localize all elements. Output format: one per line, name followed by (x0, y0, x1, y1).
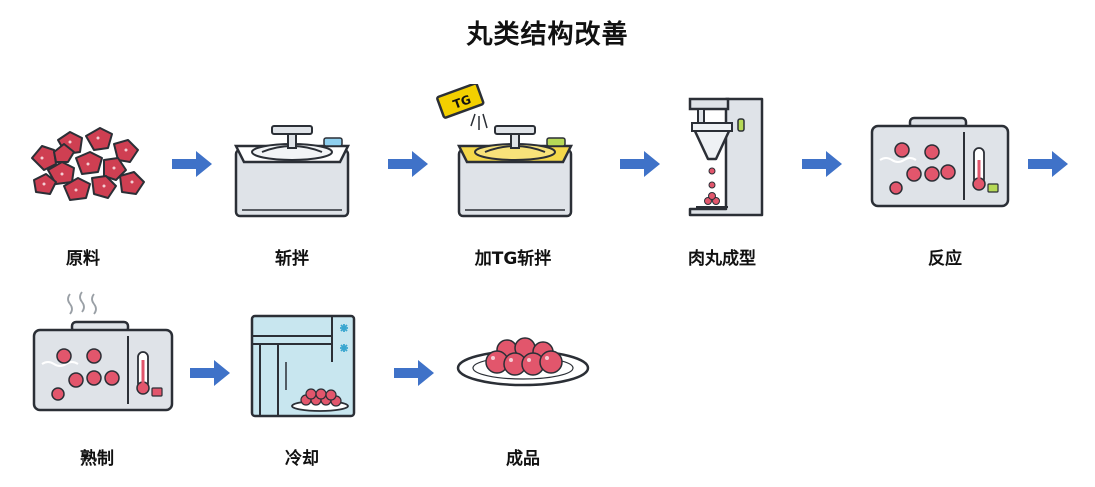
step-tg-chopping: TG (433, 84, 575, 220)
water-bath-icon (870, 116, 1010, 208)
raw-meat-icon (31, 127, 145, 201)
meatball-plate-icon (456, 337, 590, 387)
flow-arrow-5 (1028, 151, 1068, 177)
step-label-meatball-forming: 肉丸成型 (688, 249, 756, 269)
page-title: 丸类结构改善 (466, 20, 629, 50)
step-reaction (870, 116, 1010, 210)
chopper-machine-icon (233, 125, 351, 218)
meatball-former-icon (688, 97, 764, 217)
step-label-finished-product: 成品 (506, 449, 540, 469)
step-label-tg-chopping: 加TG斩拌 (474, 249, 552, 269)
arrow-right-icon (1028, 151, 1068, 177)
step-raw-material (26, 122, 148, 208)
chopper-with-tg-icon (436, 84, 574, 218)
step-label-cooking: 熟制 (80, 449, 114, 469)
step-label-chopping: 斩拌 (275, 249, 309, 269)
refrigerator-icon (250, 314, 356, 418)
step-chopping (232, 124, 352, 220)
step-label-raw-material: 原料 (66, 249, 100, 269)
arrow-right-icon (802, 151, 842, 177)
step-cooking (32, 290, 174, 414)
step-finished-product (455, 332, 591, 388)
step-cooling (250, 314, 356, 418)
arrow-right-icon (388, 151, 428, 177)
flow-arrow-2 (388, 151, 428, 177)
cooking-bath-icon (32, 291, 174, 412)
flow-arrow-7 (394, 360, 434, 386)
step-label-cooling: 冷却 (285, 449, 319, 469)
arrow-right-icon (620, 151, 660, 177)
arrow-right-icon (190, 360, 230, 386)
flow-arrow-4 (802, 151, 842, 177)
arrow-right-icon (172, 151, 212, 177)
step-meatball-forming (686, 97, 768, 219)
flow-arrow-1 (172, 151, 212, 177)
arrow-right-icon (394, 360, 434, 386)
flow-arrow-6 (190, 360, 230, 386)
flow-arrow-3 (620, 151, 660, 177)
step-label-reaction: 反应 (928, 249, 962, 269)
